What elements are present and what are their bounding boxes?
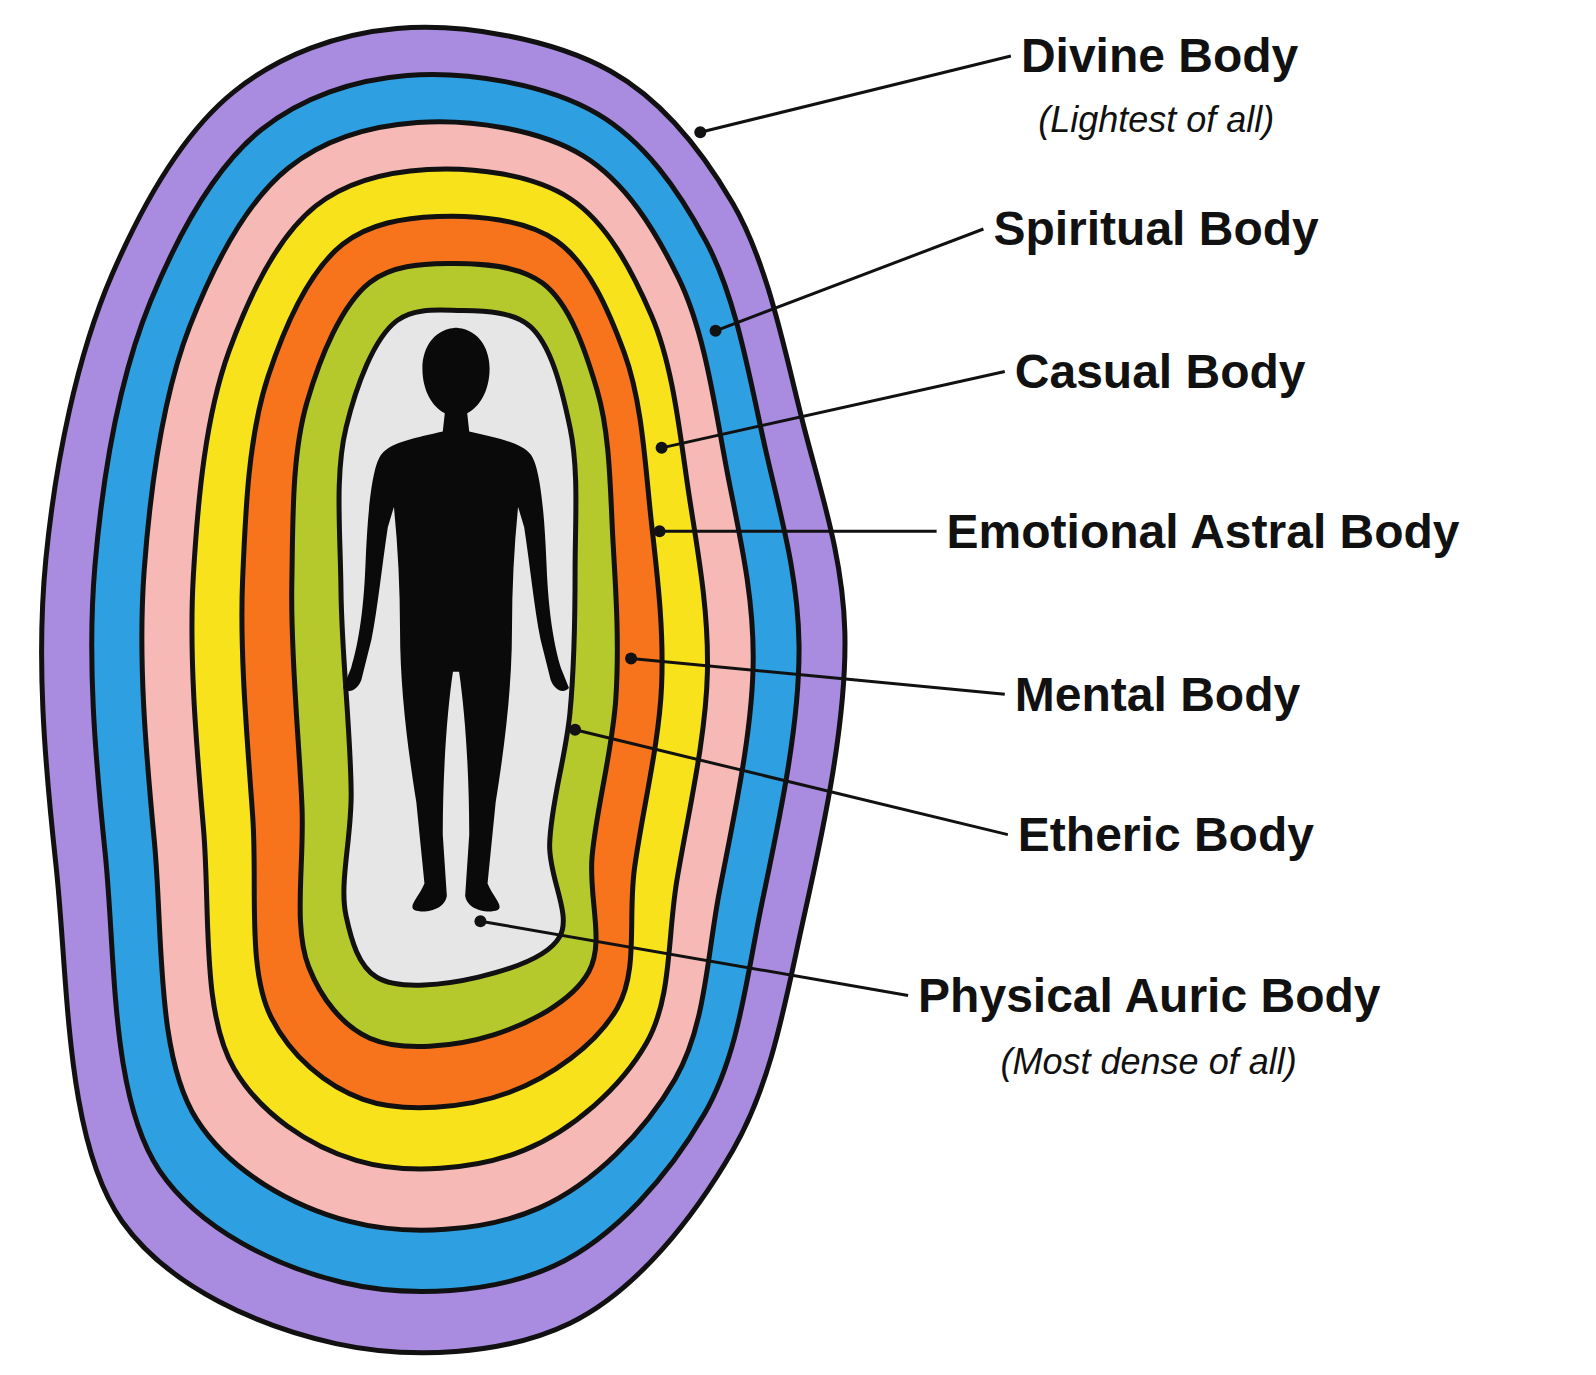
leader-dot xyxy=(625,653,637,665)
leader-line xyxy=(480,921,908,995)
leader-line xyxy=(662,372,1005,448)
leader-lines xyxy=(474,56,1010,995)
aura-band xyxy=(92,75,799,1292)
leader-dot xyxy=(474,915,486,927)
layer-label: Mental Body xyxy=(1015,667,1300,722)
layer-label: Divine Body xyxy=(1021,28,1298,83)
leader-line xyxy=(575,730,1008,835)
leader-dot xyxy=(569,724,581,736)
leader-line xyxy=(716,229,984,331)
layer-note: (Lightest of all) xyxy=(1038,99,1274,140)
layer-label: Spiritual Body xyxy=(993,201,1318,256)
leader-line xyxy=(631,659,1005,695)
aura-band xyxy=(192,169,708,1169)
leader-dot xyxy=(694,126,706,138)
layer-label: Emotional Astral Body xyxy=(947,504,1460,559)
layer-label: Casual Body xyxy=(1015,344,1306,399)
aura-band xyxy=(142,122,753,1230)
layer-label: Physical Auric Body xyxy=(918,968,1380,1023)
layer-label: Etheric Body xyxy=(1018,807,1314,862)
leader-line xyxy=(700,56,1011,132)
leader-line xyxy=(660,530,937,533)
aura-band xyxy=(339,310,576,985)
leader-dot xyxy=(654,525,666,537)
layer-note: (Most dense of all) xyxy=(1001,1041,1297,1082)
leader-dot xyxy=(656,442,668,454)
aura-bands xyxy=(42,27,845,1352)
aura-band xyxy=(292,263,618,1046)
aura-band xyxy=(242,216,662,1108)
human-silhouette xyxy=(343,328,569,912)
aura-band xyxy=(42,27,845,1352)
leader-dot xyxy=(710,325,722,337)
